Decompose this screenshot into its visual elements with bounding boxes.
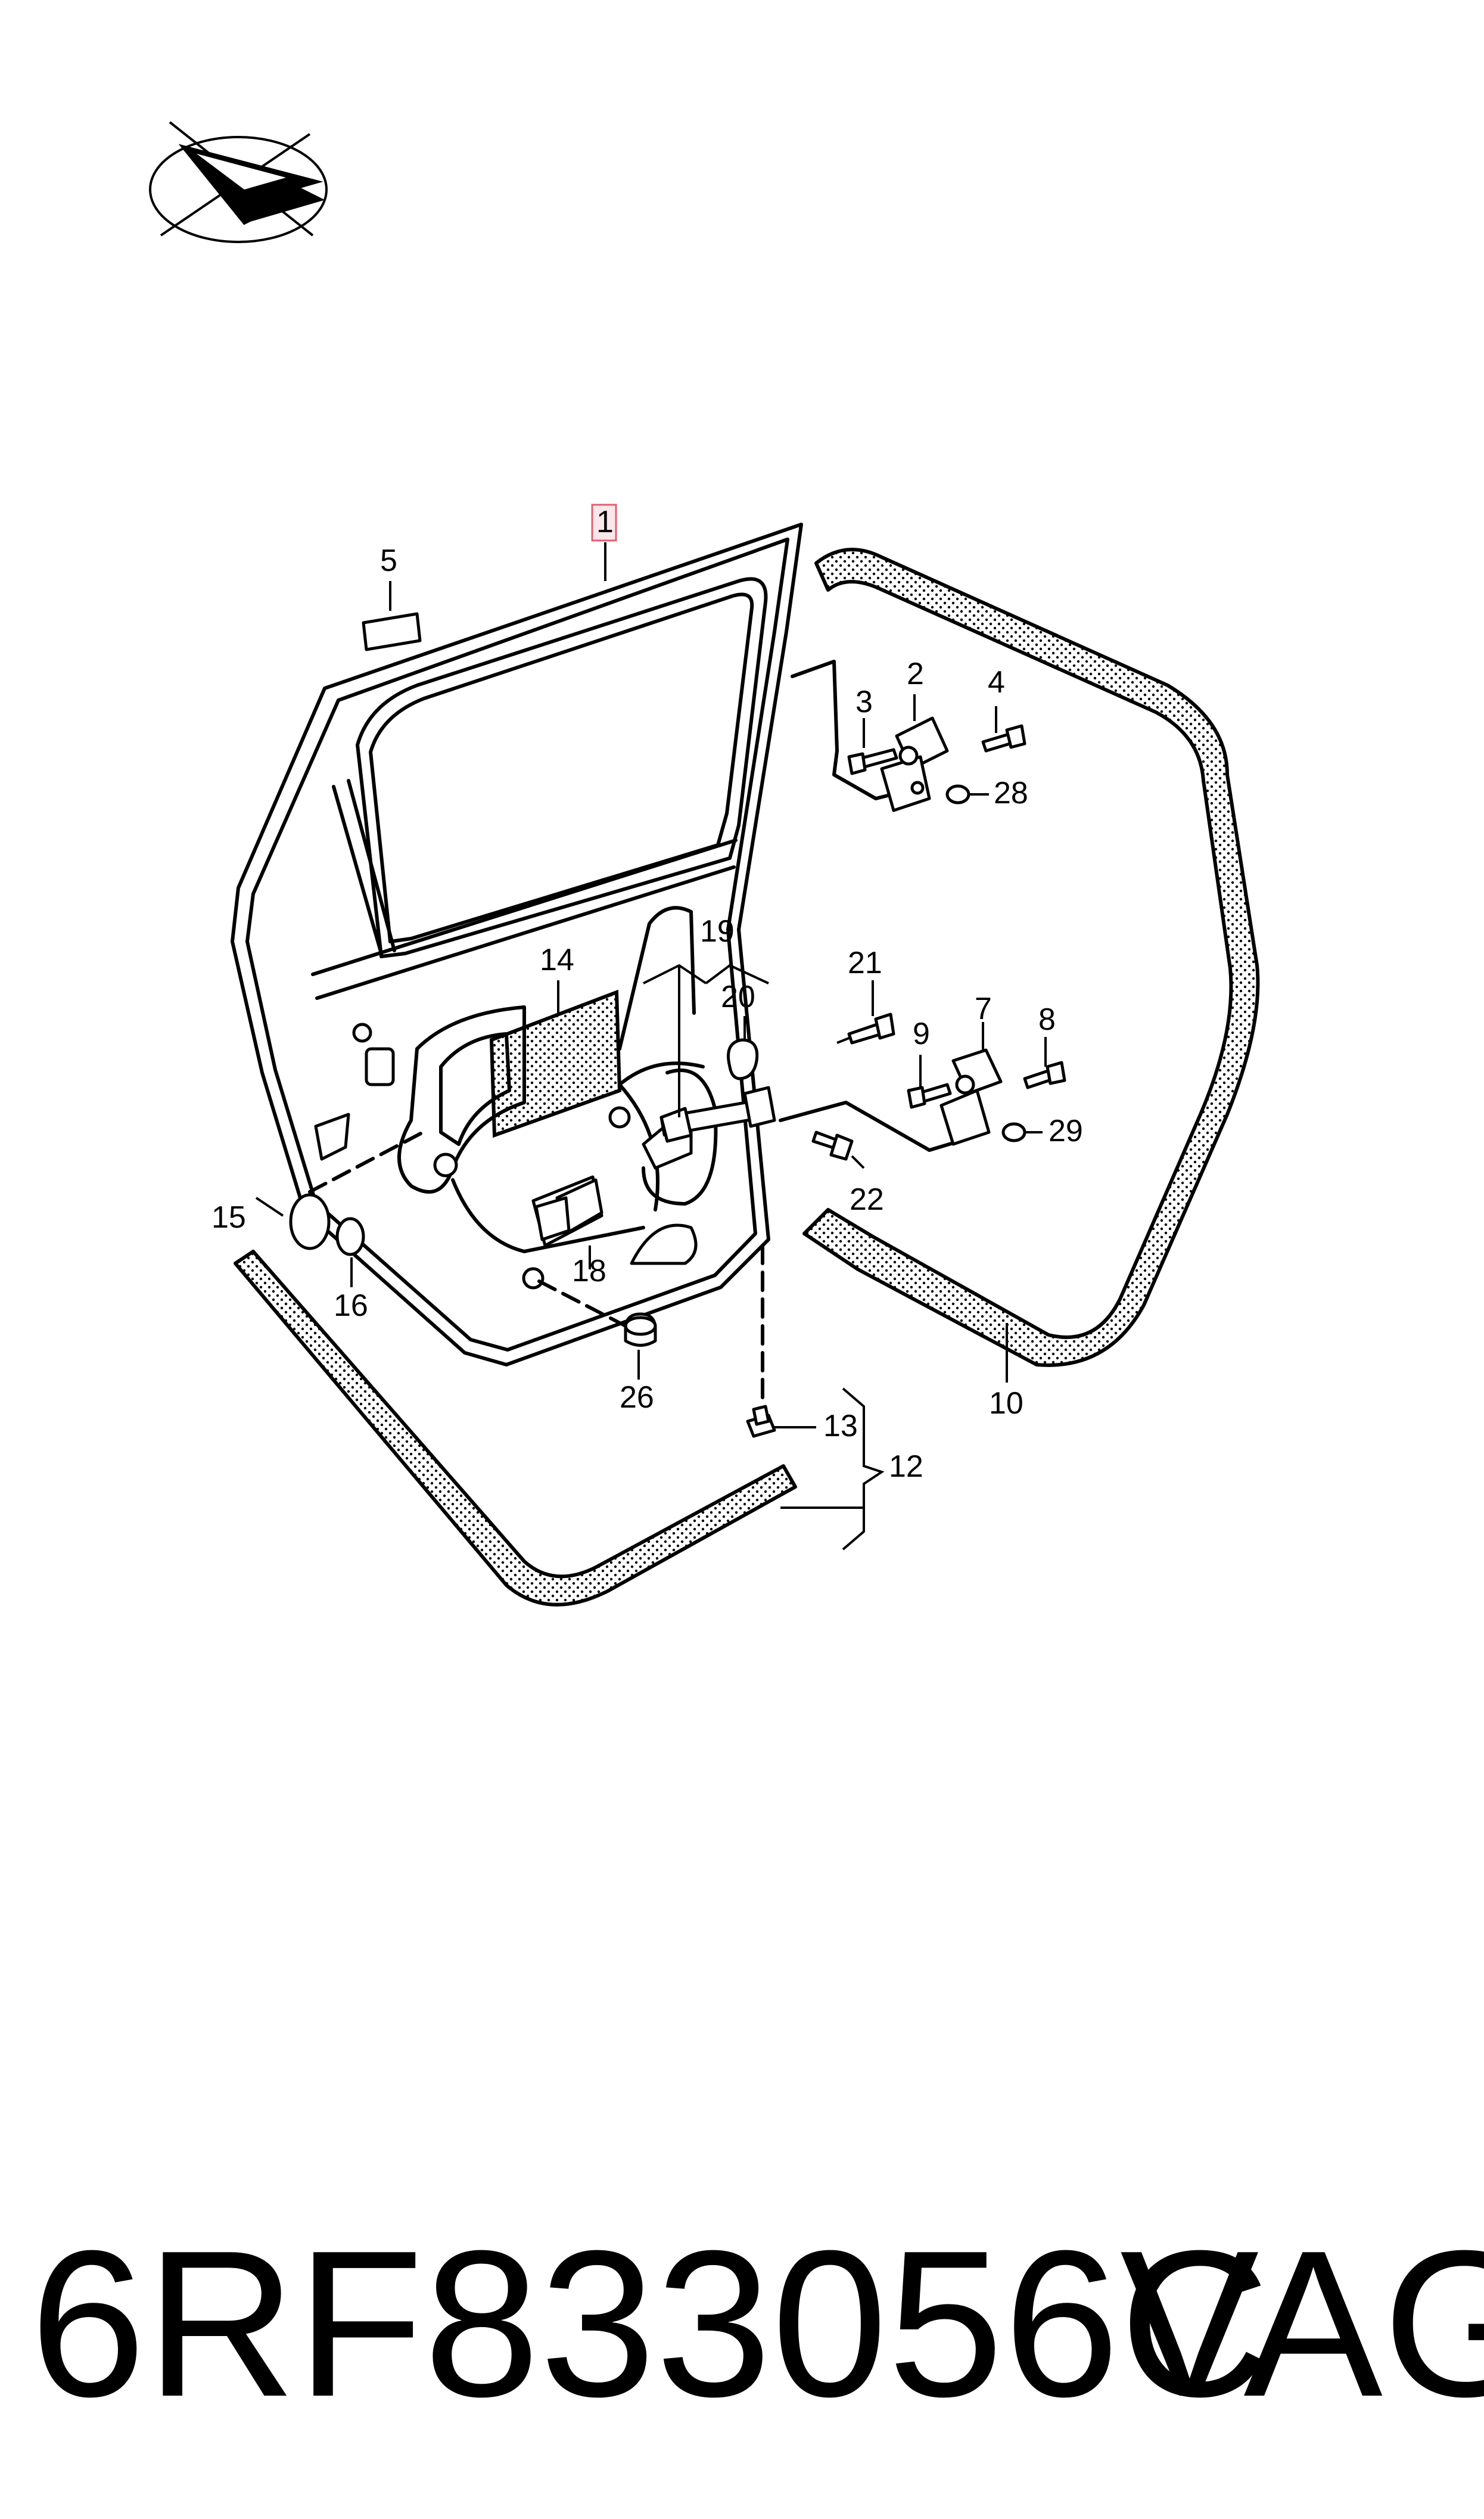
callout-22: 22 (850, 1182, 884, 1217)
callout-20: 20 (721, 980, 755, 1014)
orientation-arrow-icon (149, 121, 328, 243)
part-15-plug (289, 1193, 331, 1250)
callout-1-highlight-box (591, 504, 617, 542)
callout-15: 15 (211, 1200, 246, 1235)
callout-28: 28 (994, 776, 1028, 810)
part-5-label-plate (362, 612, 422, 651)
callout-2: 2 (907, 657, 924, 691)
part-21-screw (836, 1012, 895, 1045)
leader-lines (255, 542, 1047, 1551)
callout-8: 8 (1038, 1002, 1056, 1037)
lower-hinge-assembly (779, 1048, 1066, 1152)
callout-4: 4 (988, 665, 1005, 700)
part-26-plug (537, 1279, 657, 1347)
part-10-door-seal (802, 548, 1260, 1367)
part-number-text: 6RF833056C (30, 2207, 1270, 2440)
part-13-clip (746, 1244, 776, 1438)
part-20-gasket (727, 1038, 759, 1080)
callout-26: 26 (620, 1380, 654, 1415)
brand-text: VAG (1120, 2207, 1484, 2440)
callout-7: 7 (975, 992, 992, 1026)
callout-numbers: 1 2 3 4 5 7 8 9 10 12 13 14 15 16 18 19 … (211, 505, 1083, 1484)
door-shell (231, 523, 803, 1366)
callout-10: 10 (989, 1386, 1023, 1421)
callout-12: 12 (889, 1449, 923, 1484)
part-12-lower-seal (234, 1250, 797, 1607)
part-18-lock-unit (531, 1175, 603, 1247)
callout-3: 3 (855, 685, 873, 719)
part-14-damping-mat (489, 989, 622, 1138)
callout-9: 9 (913, 1017, 930, 1051)
callout-5: 5 (380, 543, 397, 578)
callout-29: 29 (1049, 1114, 1083, 1148)
part-22-screw (811, 1130, 854, 1161)
callout-18: 18 (572, 1254, 606, 1288)
upper-hinge-assembly (791, 660, 1026, 812)
callout-14: 14 (540, 943, 574, 977)
callout-16: 16 (334, 1288, 368, 1323)
callout-13: 13 (823, 1409, 858, 1443)
part-19-door-check (642, 1086, 776, 1170)
callout-19: 19 (700, 914, 735, 949)
callout-1: 1 (596, 505, 614, 539)
leader-15-dash (308, 1130, 425, 1194)
part-16-plug (335, 1217, 365, 1256)
callout-21: 21 (848, 946, 882, 980)
